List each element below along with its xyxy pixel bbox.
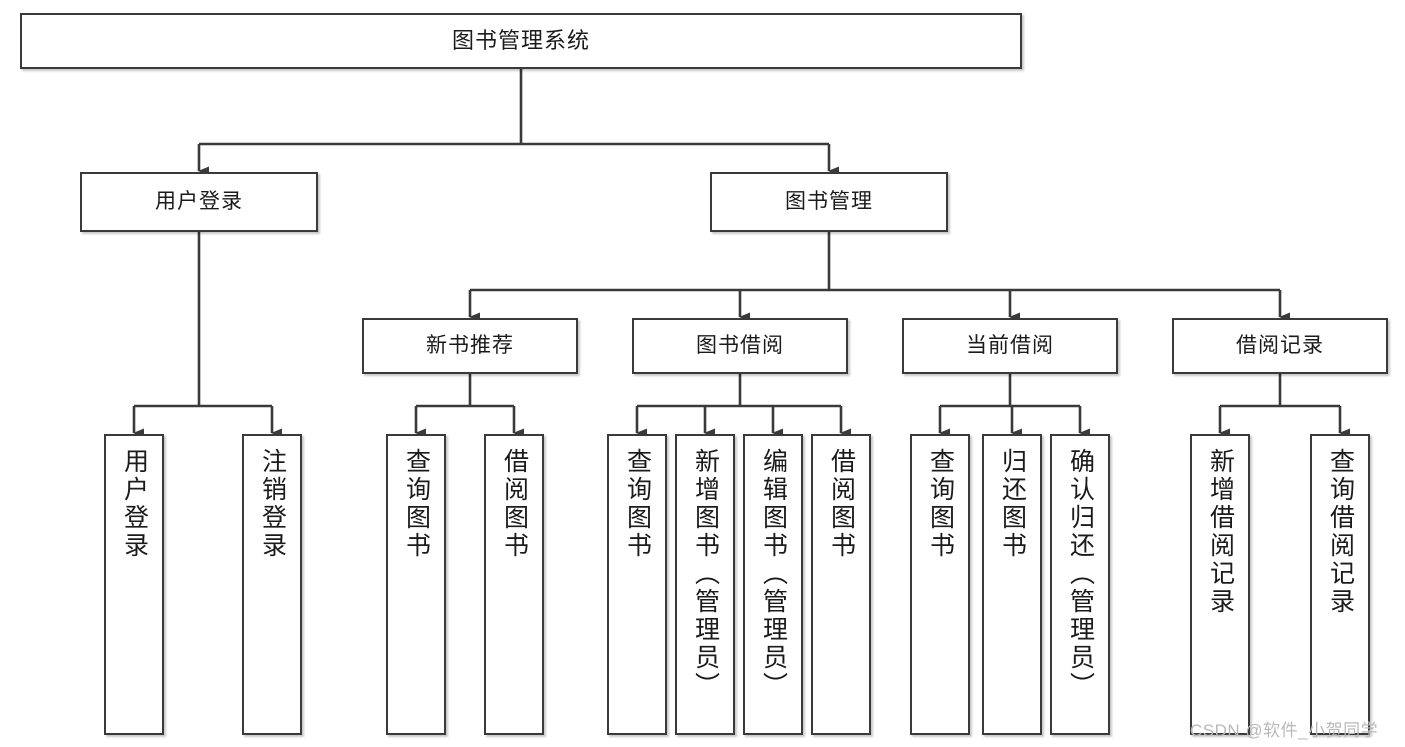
node-leaf-query-book-2-label: 查询图书 [623, 448, 652, 560]
csdn-watermark: CSDN @软件_小贺同学 [1190, 721, 1379, 740]
node-leaf-borrow-book-2-label: 借阅图书 [827, 448, 856, 560]
node-leaf-query-book-3-label: 查询图书 [926, 448, 955, 560]
node-leaf-borrow-book-2[interactable]: 借阅图书 [811, 434, 871, 735]
node-leaf-query-book-2[interactable]: 查询图书 [607, 434, 667, 735]
node-borrow-record-label: 借阅记录 [1236, 334, 1324, 358]
node-root[interactable]: 图书管理系统 [20, 13, 1022, 69]
node-book-manage[interactable]: 图书管理 [710, 172, 948, 232]
node-leaf-user-login[interactable]: 用户登录 [104, 434, 164, 735]
node-book-manage-label: 图书管理 [785, 190, 873, 214]
node-leaf-query-book-1-label: 查询图书 [402, 448, 431, 560]
node-user-login-label: 用户登录 [155, 190, 243, 214]
node-current-borrow[interactable]: 当前借阅 [902, 318, 1118, 374]
node-leaf-query-book-1[interactable]: 查询图书 [386, 434, 446, 735]
node-leaf-add-book-label: 新增图书（管理员） [691, 448, 720, 700]
node-leaf-confirm-return[interactable]: 确认归还（管理员） [1050, 434, 1110, 735]
node-leaf-borrow-book-1[interactable]: 借阅图书 [484, 434, 544, 735]
node-leaf-add-record-label: 新增借阅记录 [1206, 448, 1235, 616]
node-borrow-record[interactable]: 借阅记录 [1172, 318, 1388, 374]
node-leaf-query-record[interactable]: 查询借阅记录 [1310, 434, 1370, 735]
node-leaf-add-book[interactable]: 新增图书（管理员） [675, 434, 735, 735]
node-current-borrow-label: 当前借阅 [966, 334, 1054, 358]
node-user-login[interactable]: 用户登录 [80, 172, 318, 232]
node-leaf-query-record-label: 查询借阅记录 [1326, 448, 1355, 616]
node-leaf-user-login-label: 用户登录 [120, 448, 149, 560]
node-book-borrow[interactable]: 图书借阅 [632, 318, 848, 374]
node-leaf-add-record[interactable]: 新增借阅记录 [1190, 434, 1250, 735]
node-leaf-return-book[interactable]: 归还图书 [982, 434, 1042, 735]
node-leaf-borrow-book-1-label: 借阅图书 [500, 448, 529, 560]
node-leaf-logout-label: 注销登录 [258, 448, 287, 560]
node-leaf-edit-book-label: 编辑图书（管理员） [759, 448, 788, 700]
node-leaf-return-book-label: 归还图书 [998, 448, 1027, 560]
node-leaf-logout[interactable]: 注销登录 [242, 434, 302, 735]
node-new-book-recommend[interactable]: 新书推荐 [362, 318, 578, 374]
node-new-book-recommend-label: 新书推荐 [426, 334, 514, 358]
node-leaf-query-book-3[interactable]: 查询图书 [910, 434, 970, 735]
node-leaf-edit-book[interactable]: 编辑图书（管理员） [743, 434, 803, 735]
node-book-borrow-label: 图书借阅 [696, 334, 784, 358]
node-leaf-confirm-return-label: 确认归还（管理员） [1066, 448, 1095, 700]
node-root-label: 图书管理系统 [451, 28, 590, 54]
